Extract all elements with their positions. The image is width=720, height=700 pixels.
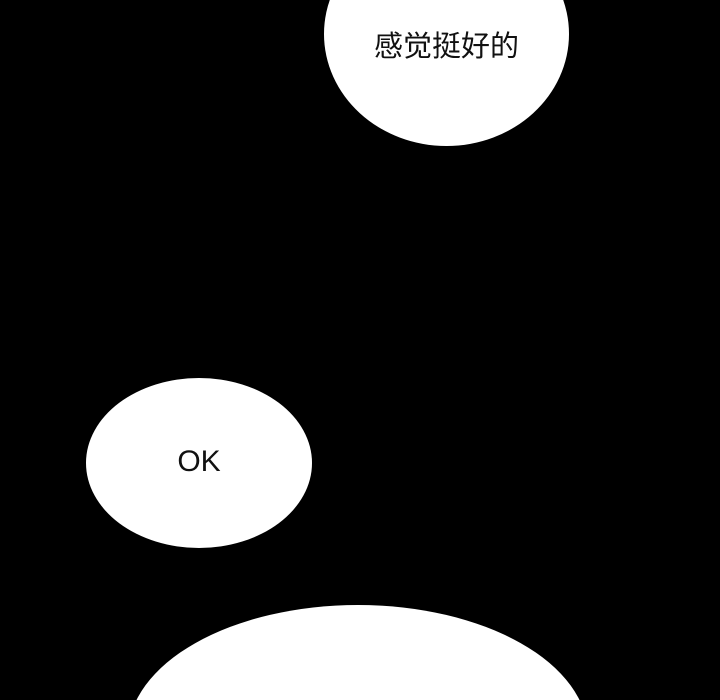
speech-bubble-text: 感觉挺好的	[373, 29, 519, 63]
speech-bubble-top: 感觉挺好的	[324, 0, 569, 146]
speech-bubble-bottom	[128, 605, 588, 700]
speech-bubble-middle: OK	[86, 378, 312, 548]
speech-bubble-text: OK	[177, 445, 221, 478]
